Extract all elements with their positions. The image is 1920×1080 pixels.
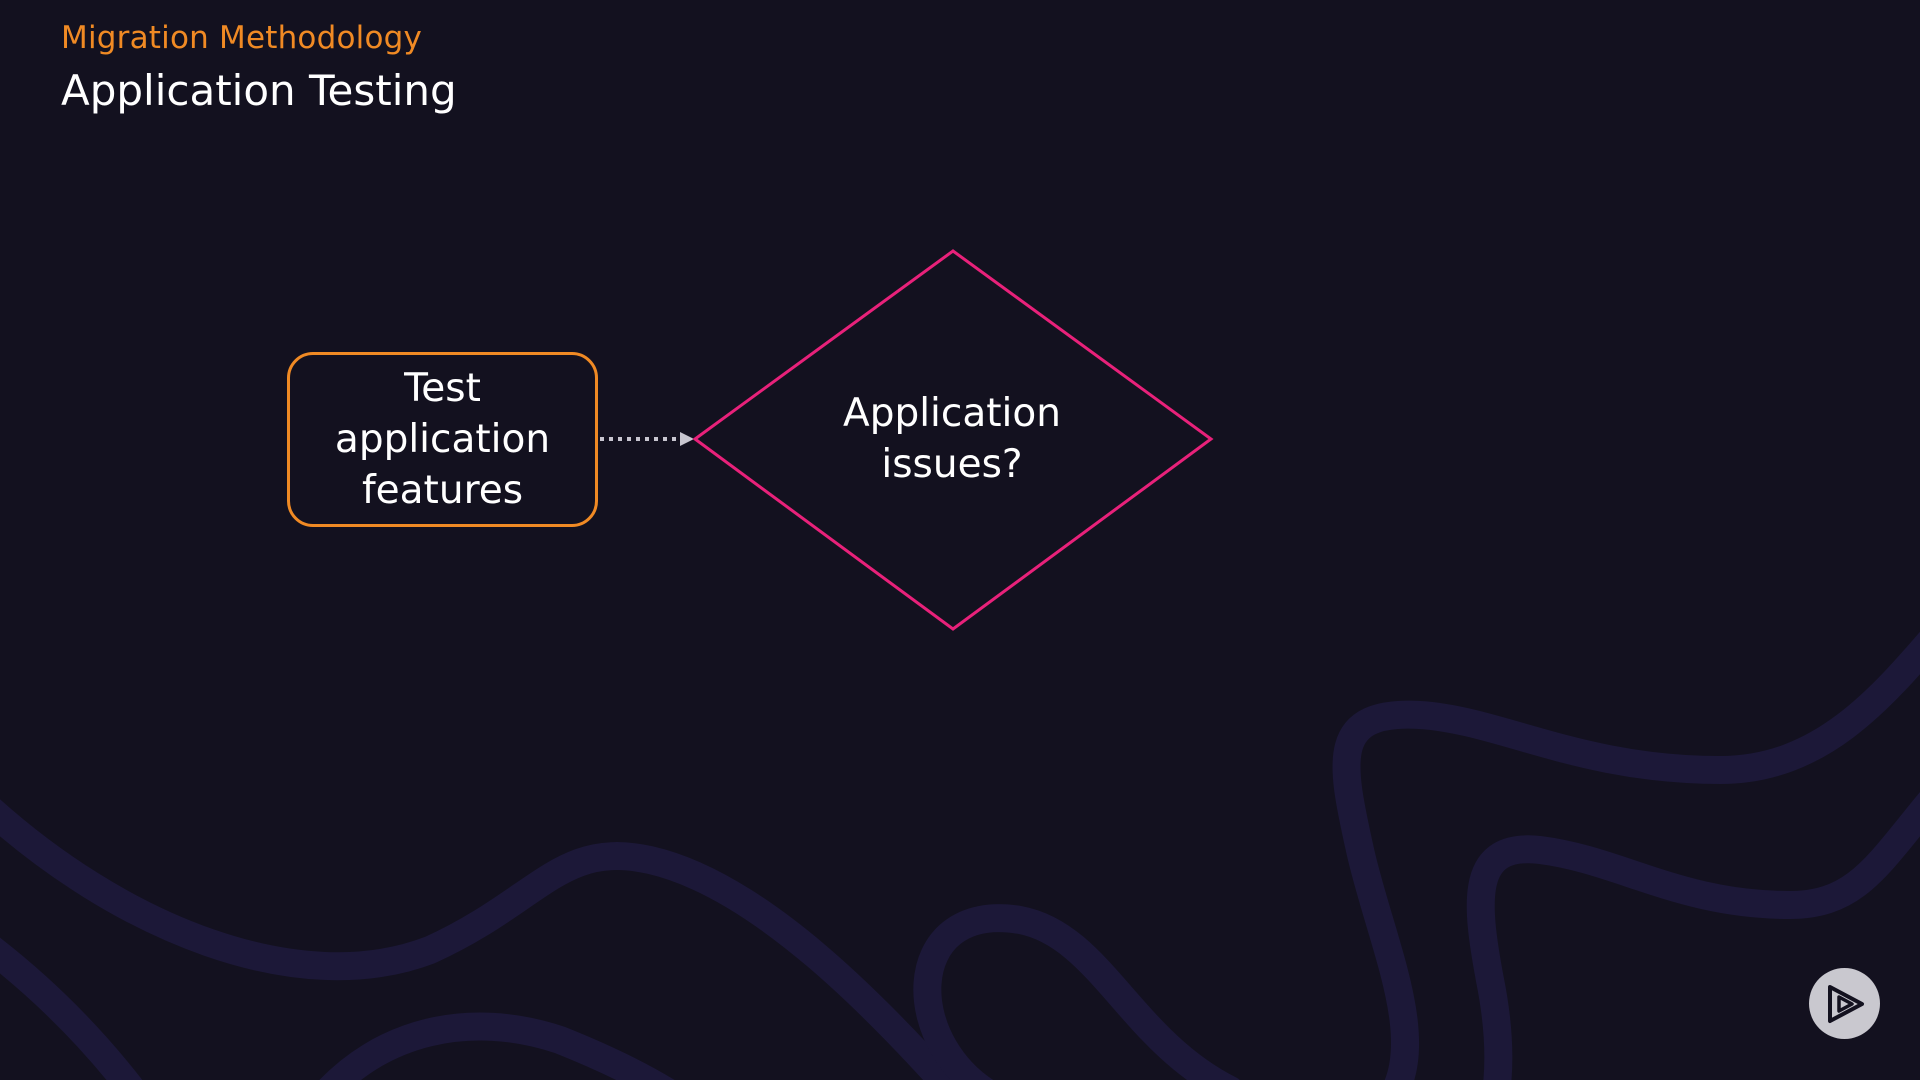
process-step-box: Test application features [287, 352, 598, 527]
play-logo-icon[interactable] [1809, 968, 1880, 1039]
process-step-label: Test application features [334, 366, 551, 513]
decision-label: Application issues? [843, 391, 1061, 487]
section-kicker: Migration Methodology [61, 20, 423, 56]
connector-arrowhead [680, 432, 694, 446]
decision-diamond [692, 249, 1214, 631]
play-logo-glyph [1827, 984, 1864, 1023]
page-title: Application Testing [61, 66, 457, 115]
